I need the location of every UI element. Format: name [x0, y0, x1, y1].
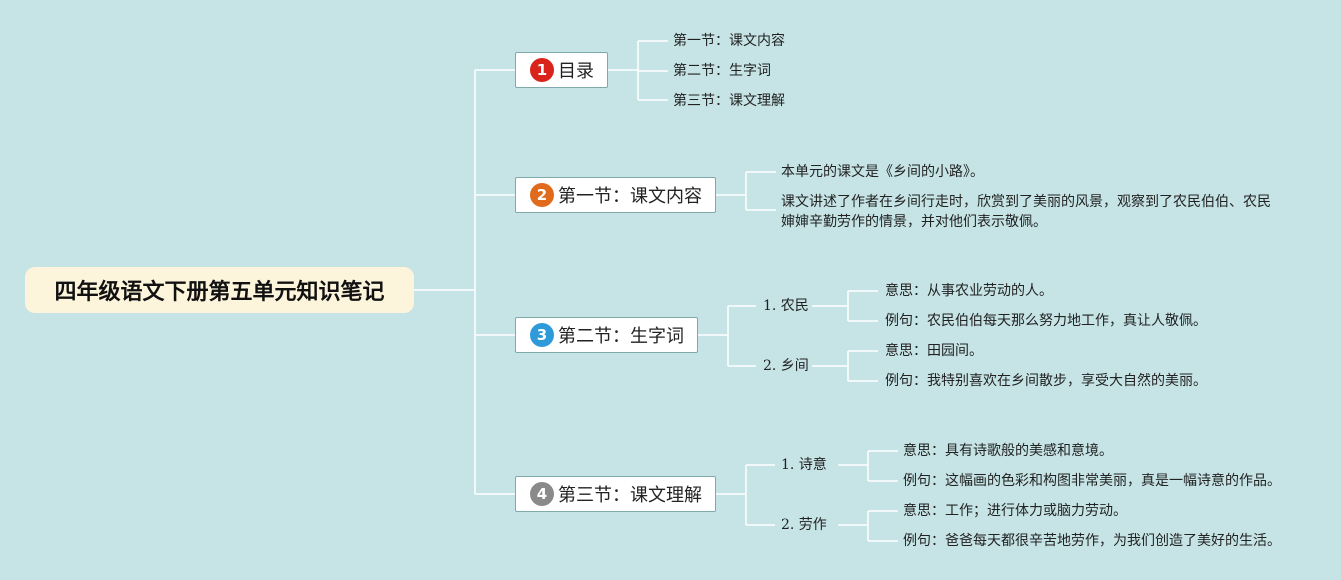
branch-section-3[interactable]: 4 第三节：课文理解 — [515, 476, 716, 512]
contents-item-3[interactable]: 第三节：课文理解 — [673, 93, 785, 109]
branch-section-1[interactable]: 2 第一节：课文内容 — [515, 177, 716, 213]
word-meaning[interactable]: 意思：工作；进行体力或脑力劳动。 — [903, 503, 1127, 519]
word-example[interactable]: 例句：这幅画的色彩和构图非常美丽，真是一幅诗意的作品。 — [903, 473, 1281, 489]
section-1-note-1[interactable]: 本单元的课文是《乡间的小路》。 — [781, 164, 984, 180]
number-1-icon: 1 — [530, 58, 554, 82]
branch-section-2[interactable]: 3 第二节：生字词 — [515, 317, 698, 353]
contents-item-2[interactable]: 第二节：生字词 — [673, 63, 771, 79]
word-meaning[interactable]: 意思：从事农业劳动的人。 — [885, 283, 1053, 299]
word-example[interactable]: 例句：我特别喜欢在乡间散步，享受大自然的美丽。 — [885, 373, 1207, 389]
branch-label: 第二节：生字词 — [558, 326, 684, 347]
number-2-icon: 2 — [530, 183, 554, 207]
word-meaning[interactable]: 意思：田园间。 — [885, 343, 983, 359]
word-example[interactable]: 例句：农民伯伯每天那么努力地工作，真让人敬佩。 — [885, 313, 1207, 329]
branch-label: 第三节：课文理解 — [558, 485, 702, 506]
root-topic[interactable]: 四年级语文下册第五单元知识笔记 — [25, 267, 414, 313]
root-title: 四年级语文下册第五单元知识笔记 — [54, 280, 385, 305]
branch-contents[interactable]: 1 目录 — [515, 52, 608, 88]
word-item[interactable]: 2. 乡间 — [763, 358, 809, 374]
section-1-note-2[interactable]: 课文讲述了作者在乡间行走时，欣赏到了美丽的风景，观察到了农民伯伯、农民 — [781, 194, 1271, 210]
section-1-note-2-cont: 婶婶辛勤劳作的情景，并对他们表示敬佩。 — [781, 214, 1047, 230]
branch-label: 第一节：课文内容 — [558, 186, 702, 207]
word-item[interactable]: 1. 农民 — [763, 298, 809, 314]
branch-label: 目录 — [558, 61, 594, 82]
number-4-icon: 4 — [530, 482, 554, 506]
word-item[interactable]: 2. 劳作 — [781, 517, 827, 533]
number-3-icon: 3 — [530, 323, 554, 347]
word-meaning[interactable]: 意思：具有诗歌般的美感和意境。 — [903, 443, 1113, 459]
word-item[interactable]: 1. 诗意 — [781, 457, 827, 473]
contents-item-1[interactable]: 第一节：课文内容 — [673, 33, 785, 49]
word-example[interactable]: 例句：爸爸每天都很辛苦地劳作，为我们创造了美好的生活。 — [903, 533, 1281, 549]
